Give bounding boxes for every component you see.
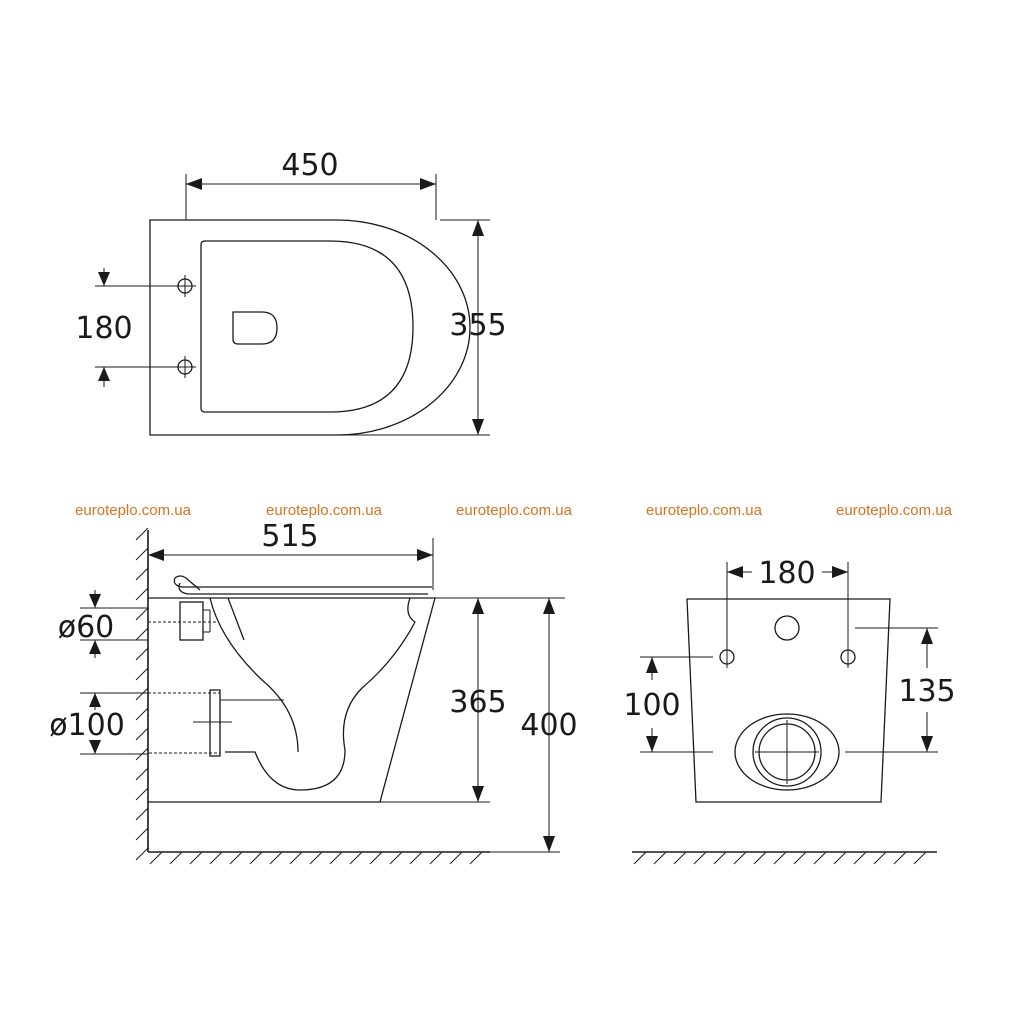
top-width-dimension: 450 <box>185 148 437 220</box>
top-depth-label: 355 <box>449 308 506 343</box>
side-total-height-dimension: 400 <box>490 598 578 853</box>
side-view-bowl-front <box>225 597 416 791</box>
back-view: 180 100 135 <box>623 556 956 865</box>
floor-hatching <box>149 851 483 865</box>
top-hole-spacing-dimension: 180 <box>75 268 185 387</box>
side-inlet-dimension: ø60 <box>58 590 148 658</box>
watermark-text: euroteplo.com.ua <box>646 502 763 519</box>
back-hole-height-label: 135 <box>898 674 955 709</box>
back-hole-height-dimension: 135 <box>845 627 956 753</box>
top-view-drain-outline <box>232 311 278 345</box>
back-hole-spacing-label: 180 <box>758 556 815 591</box>
top-hole-spacing-label: 180 <box>75 311 132 346</box>
side-inlet-label: ø60 <box>58 610 115 645</box>
back-view-outlet-outer <box>734 713 840 791</box>
top-view: 450 355 180 <box>75 148 507 436</box>
top-depth-dimension: 355 <box>345 219 507 436</box>
back-view-outlet-ring <box>752 717 822 787</box>
back-view-inlet-hole <box>774 615 800 641</box>
back-view-outline <box>686 598 891 803</box>
side-rim-height-label: 365 <box>449 685 506 720</box>
back-floor-hatching <box>633 851 927 865</box>
side-view-rim-inner <box>227 597 245 641</box>
top-view-seat-outline <box>200 240 414 413</box>
side-view-hinge <box>174 575 201 591</box>
side-rim-height-dimension: 365 <box>380 597 565 803</box>
watermark-text: euroteplo.com.ua <box>75 502 192 519</box>
side-view-body-outline <box>148 597 436 803</box>
side-view-outlet-flange <box>209 689 221 757</box>
side-view-outlet-pipe <box>147 692 221 754</box>
back-outlet-axis-label: 100 <box>623 688 680 723</box>
top-view-body-outline <box>149 219 471 436</box>
watermark-text: euroteplo.com.ua <box>836 502 953 519</box>
side-length-label: 515 <box>261 519 318 554</box>
side-view-lid <box>173 577 432 588</box>
side-outlet-label: ø100 <box>49 708 125 743</box>
side-outlet-dimension: ø100 <box>49 692 148 755</box>
side-view-seat <box>178 582 428 595</box>
back-outlet-axis-dimension: 100 <box>623 656 713 753</box>
watermark-text: euroteplo.com.ua <box>456 502 573 519</box>
top-width-label: 450 <box>281 148 338 183</box>
wall-hatching <box>135 527 149 861</box>
side-total-height-label: 400 <box>520 708 577 743</box>
side-length-dimension: 515 <box>148 519 434 590</box>
watermark-row: euroteplo.com.ua euroteplo.com.ua eurote… <box>75 502 953 519</box>
side-view: 515 ø60 ø100 36 <box>49 519 578 865</box>
side-view-inlet-connector <box>179 601 204 641</box>
back-hole-spacing-dimension: 180 <box>726 556 849 668</box>
watermark-text: euroteplo.com.ua <box>266 502 383 519</box>
side-view-bowl-interior <box>209 597 299 753</box>
